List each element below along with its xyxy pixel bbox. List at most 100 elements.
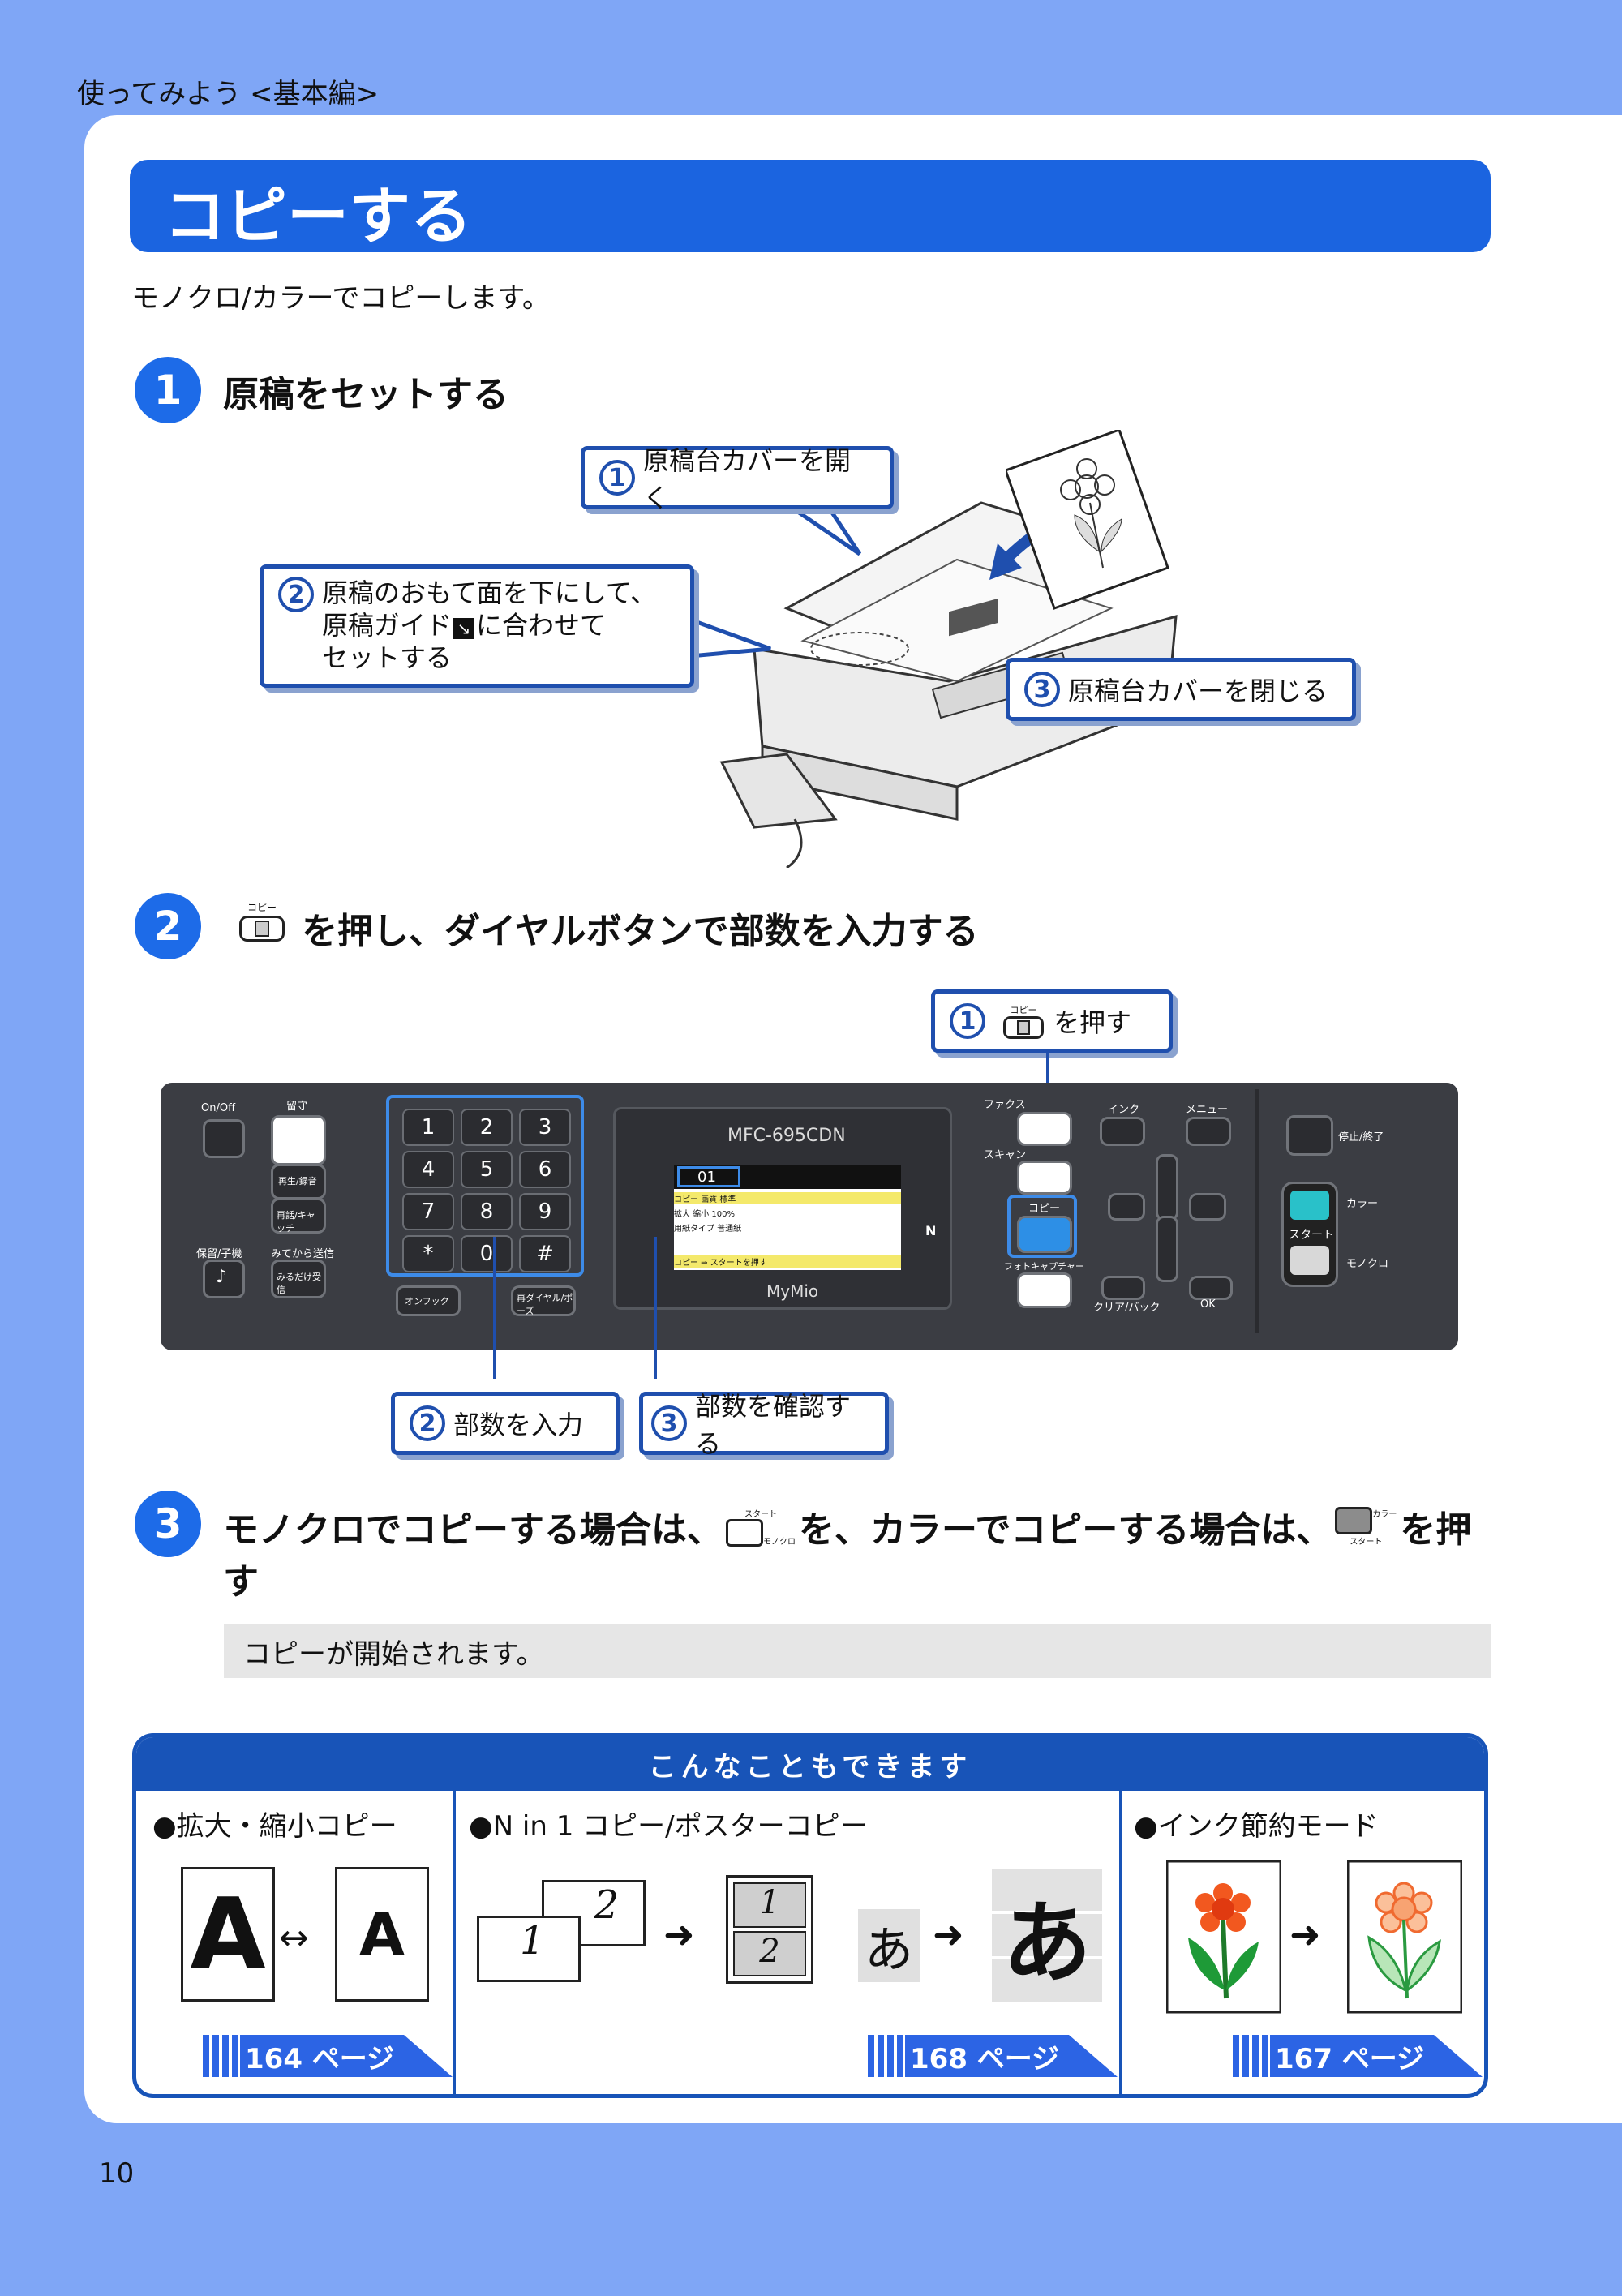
photo-button[interactable] [1017, 1272, 1072, 1308]
dial-key-9[interactable]: 9 [519, 1193, 571, 1230]
lcd-row: 用紙タイプ 普通紙 [674, 1225, 742, 1234]
music-note-icon: ♪ [216, 1267, 228, 1287]
step-3-text-c: を押 [1400, 1509, 1472, 1551]
start-button-group: スタート [1281, 1182, 1338, 1287]
rusu-button[interactable] [271, 1115, 326, 1165]
clear-button[interactable] [1101, 1276, 1145, 1300]
lcd-frame: MFC-695CDN 01 コピー 画質 標準 拡大 縮小 100% 用紙タイプ… [613, 1107, 952, 1310]
nin1-result-2: 2 [733, 1931, 806, 1976]
hold-label: 保留/子機 [196, 1248, 242, 1260]
dial-key-hash[interactable]: # [519, 1235, 571, 1272]
menu-button[interactable] [1186, 1117, 1231, 1146]
mirudake-label: みるだけ受信 [277, 1272, 321, 1295]
ok-label: OK [1200, 1298, 1216, 1311]
callout-number: 2 [410, 1405, 445, 1441]
dial-keys-highlight [386, 1095, 584, 1277]
tips-divider [453, 1791, 456, 2094]
nin1-result-1: 1 [733, 1882, 806, 1928]
copy-button-highlight [1007, 1195, 1077, 1258]
callout-text: 原稿台カバーを開く [643, 445, 852, 513]
copy-button-caption: コピー [247, 902, 277, 913]
dial-key-2[interactable]: 2 [461, 1109, 513, 1146]
tips-divider [1119, 1791, 1122, 2094]
redial-label: 再ダイヤル/ポーズ [517, 1293, 573, 1316]
onhook-label: オンフック [405, 1296, 449, 1307]
color-start-icon: カラー スタート [1335, 1506, 1397, 1547]
dial-key-8[interactable]: 8 [461, 1193, 513, 1230]
title-bar [130, 160, 1491, 252]
fax-button[interactable] [1017, 1112, 1072, 1146]
menu-label: メニュー [1186, 1104, 1229, 1116]
right-arrow-button[interactable] [1189, 1193, 1226, 1221]
catch-button[interactable]: 再話/キャッチ [271, 1198, 326, 1234]
up-arrow-button[interactable] [1156, 1154, 1178, 1221]
page-link-168[interactable]: 168 ページ [868, 2031, 1118, 2081]
poster-result: あ [992, 1869, 1102, 2002]
lcd-callout-connector [654, 1237, 657, 1379]
callout-line-part: に合わせて [476, 610, 607, 641]
lcd-row: 拡大 縮小 100% [674, 1210, 735, 1219]
page-link-164[interactable]: 164 ページ [203, 2031, 453, 2081]
page-link-arrow-icon [404, 2035, 453, 2077]
photo-label: フォトキャプチャー [1004, 1261, 1084, 1272]
callout-number: 1 [599, 460, 635, 496]
guide-arrow-icon: ↘ [453, 618, 475, 639]
color-start-button[interactable] [1290, 1191, 1329, 1220]
mono-caption: モノクロ [763, 1537, 796, 1547]
ink-button[interactable] [1100, 1117, 1145, 1146]
start-label: スタート [1289, 1229, 1334, 1242]
power-button[interactable] [203, 1119, 245, 1158]
hold-button[interactable]: ♪ [203, 1260, 245, 1298]
dial-key-1[interactable]: 1 [402, 1109, 454, 1146]
page-link-label: 168 ページ [905, 2035, 1070, 2077]
rusu-label: 留守 [286, 1101, 308, 1113]
play-rec-label: 再生/録音 [278, 1176, 317, 1187]
right-arrow-icon: ➜ [933, 1912, 964, 1956]
dial-key-3[interactable]: 3 [519, 1109, 571, 1146]
ok-button[interactable] [1189, 1276, 1233, 1300]
dial-key-6[interactable]: 6 [519, 1151, 571, 1188]
dial-key-star[interactable]: * [402, 1235, 454, 1272]
tip-title-ink-save: ●インク節約モード [1134, 1810, 1379, 1843]
mono-start-button[interactable] [1290, 1246, 1329, 1275]
callout-text: 部数を確認する [695, 1391, 852, 1459]
callout-text: 原稿台カバーを閉じる [1068, 676, 1328, 706]
color-caption: カラー [1372, 1509, 1397, 1519]
scan-button[interactable] [1017, 1161, 1072, 1195]
callout-2-pointer [681, 616, 771, 659]
dial-key-0[interactable]: 0 [461, 1235, 513, 1272]
tips-box: こんなこともできます ●拡大・縮小コピー A ↔ A 164 ページ ●N in… [132, 1733, 1488, 2098]
brand-logo: MyMio [766, 1281, 819, 1301]
redial-button[interactable]: 再ダイヤル/ポーズ [511, 1285, 576, 1316]
onhook-button[interactable]: オンフック [396, 1285, 461, 1316]
nin1-result: 1 2 [726, 1875, 813, 1984]
play-rec-button[interactable]: 再生/録音 [271, 1164, 326, 1199]
fax-label: ファクス [984, 1099, 1026, 1111]
page-link-167[interactable]: 167 ページ [1233, 2031, 1483, 2081]
callout-open-cover: 1 原稿台カバーを開く [581, 445, 894, 513]
dial-key-7[interactable]: 7 [402, 1193, 454, 1230]
lcd-row: コピー ⇒ スタートを押す [674, 1255, 901, 1268]
intro-text: モノクロ/カラーでコピーします。 [131, 282, 551, 315]
callout-number: 2 [278, 577, 314, 612]
scan-label: スキャン [984, 1149, 1027, 1161]
callout-set-original: 2 原稿のおもて面を下にして、 原稿ガイド↘に合わせて セットする [260, 564, 694, 688]
stop-button[interactable] [1286, 1115, 1333, 1156]
copy-button[interactable] [1017, 1216, 1072, 1253]
mono-start-shape [726, 1518, 763, 1547]
dial-key-4[interactable]: 4 [402, 1151, 454, 1188]
stop-label: 停止/終了 [1338, 1131, 1384, 1144]
dial-key-5[interactable]: 5 [461, 1151, 513, 1188]
copy-label: コピー [1028, 1203, 1061, 1215]
mirudake-button[interactable]: みるだけ受信 [271, 1260, 326, 1298]
copy-button-shape [239, 916, 285, 942]
lcd-row: コピー 画質 標準 [674, 1192, 901, 1204]
clear-label: クリア/バック [1093, 1302, 1161, 1314]
callout-number: 3 [1024, 672, 1060, 707]
lcd-copy-count: 01 [677, 1166, 740, 1187]
step-2-badge: 2 [135, 893, 201, 959]
down-arrow-button[interactable] [1156, 1216, 1178, 1282]
left-arrow-button[interactable] [1108, 1193, 1145, 1221]
copy-button-caption: コピー [1010, 1005, 1037, 1015]
mono-start-caption: スタート [744, 1509, 777, 1519]
